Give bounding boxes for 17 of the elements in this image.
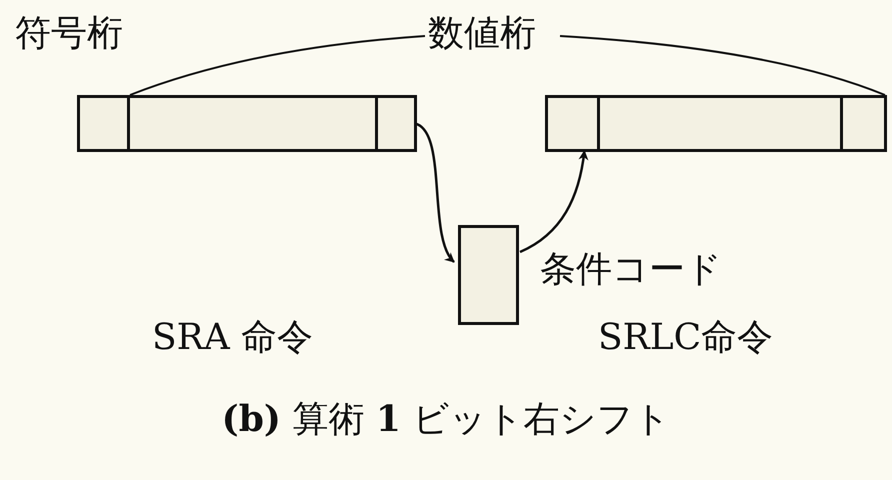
instruction-label: SRLC命令	[598, 318, 774, 358]
register-cell	[80, 98, 130, 149]
register-cell	[548, 98, 600, 149]
field-label: 符号桁	[15, 14, 123, 54]
arrow	[519, 150, 588, 254]
register-bar	[545, 95, 887, 152]
caption: (b) 算術 1 ビット右シフト	[220, 400, 672, 440]
register-cell	[840, 98, 884, 149]
register-cell	[600, 98, 840, 149]
field-label: 数値桁	[428, 14, 536, 54]
instruction-label: SRA 命令	[152, 318, 314, 358]
register-label: 条件コード	[540, 250, 722, 290]
register-bar	[77, 95, 417, 152]
arrow	[414, 122, 455, 263]
register-cell	[130, 98, 375, 149]
condition-code-box	[458, 225, 519, 325]
register-cell	[375, 98, 414, 149]
